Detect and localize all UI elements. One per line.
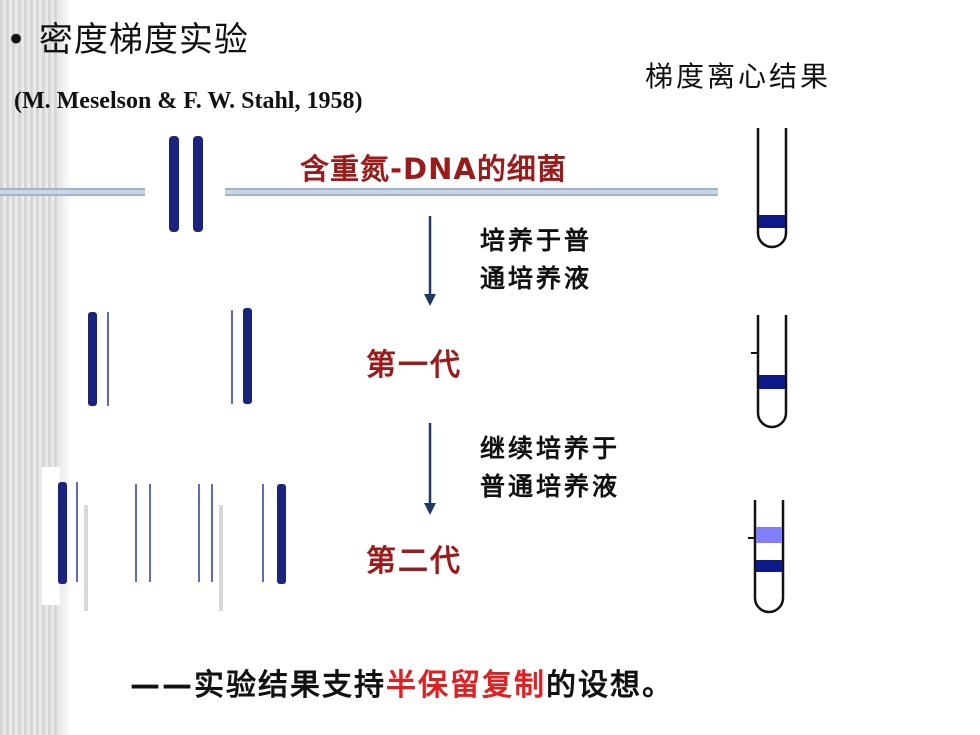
tube-gen1-hybrid-band (759, 375, 785, 389)
divider-right-highlight (225, 190, 718, 194)
conclusion-prefix: ——实验结果支持 (130, 668, 386, 703)
gen2-label: 第二代 (366, 544, 462, 579)
gen2-dna-molecule-1 (58, 482, 88, 611)
gen1-m1-light-strand (107, 312, 109, 406)
step-2-line-2: 普通培养液 (480, 472, 621, 501)
parent-strand-2 (193, 136, 203, 232)
divider-line (0, 188, 718, 196)
gen2-m1-light-strand (76, 482, 78, 582)
step-2-label: 继续培养于 普通培养液 (480, 430, 620, 506)
gen1-m1-heavy-strand (88, 312, 97, 406)
tube-parent-outline (756, 128, 788, 249)
tube-gen2-hybrid-band (756, 560, 782, 572)
arrow-1-head (424, 294, 436, 306)
tube-gen2-outline (753, 500, 785, 614)
gen2-m3-shadow (219, 505, 223, 611)
tube-gen2 (748, 500, 785, 614)
gen2-white-panel (42, 467, 60, 605)
step-1-line-1: 培养于普 (480, 226, 593, 255)
gen2-m3-light-strand-b (211, 484, 213, 582)
gen2-m1-shadow (84, 505, 88, 611)
gen2-dna-molecule-4 (262, 484, 286, 584)
gen2-m2-light-strand-a (135, 484, 137, 582)
citation: (M. Meselson & F. W. Stahl, 1958) (14, 88, 363, 114)
arrow-step-1 (424, 216, 436, 306)
gen2-dna-molecule-3 (198, 484, 223, 611)
arrow-2-head (424, 503, 436, 515)
gen2-m3-light-strand-a (198, 484, 200, 582)
slide-sidebar-decoration (0, 0, 58, 735)
parent-strand-1 (169, 136, 179, 232)
gen2-m4-heavy-strand (277, 484, 286, 584)
centrifugation-results-label: 梯度离心结果 (645, 60, 832, 93)
gen2-m2-light-strand-b (149, 484, 151, 582)
parent-dna-label: 含重氮-DNA的细菌 (300, 152, 567, 186)
conclusion-highlight: 半保留复制 (386, 668, 546, 703)
arrow-step-2 (424, 423, 436, 515)
conclusion-suffix: 的设想。 (546, 668, 674, 703)
gen1-dna-molecule-2 (231, 308, 252, 404)
gen1-label: 第一代 (366, 348, 462, 383)
tube-parent-heavy-band (759, 215, 785, 228)
step-2-line-1: 继续培养于 (480, 434, 621, 463)
divider-left-highlight (0, 190, 145, 194)
tube-gen2-light-band (756, 527, 782, 543)
gen2-dna-molecule-2 (135, 484, 151, 582)
tube-gen1 (751, 315, 788, 429)
tube-gen1-outline (756, 315, 788, 429)
tube-parent (756, 128, 788, 249)
gen2-m4-light-strand (262, 484, 264, 582)
parent-dna-heavy (169, 136, 203, 232)
conclusion-text: ——实验结果支持半保留复制的设想。 (130, 660, 674, 704)
step-1-line-2: 通培养液 (480, 264, 593, 293)
step-1-label: 培养于普 通培养液 (480, 222, 592, 298)
slide-title: • 密度梯度实验 (6, 20, 249, 60)
gen2-m1-heavy-strand (58, 482, 67, 584)
gen1-m2-heavy-strand (243, 308, 252, 404)
gen1-m2-light-strand (231, 310, 233, 404)
gen1-dna-molecule-1 (88, 312, 109, 406)
